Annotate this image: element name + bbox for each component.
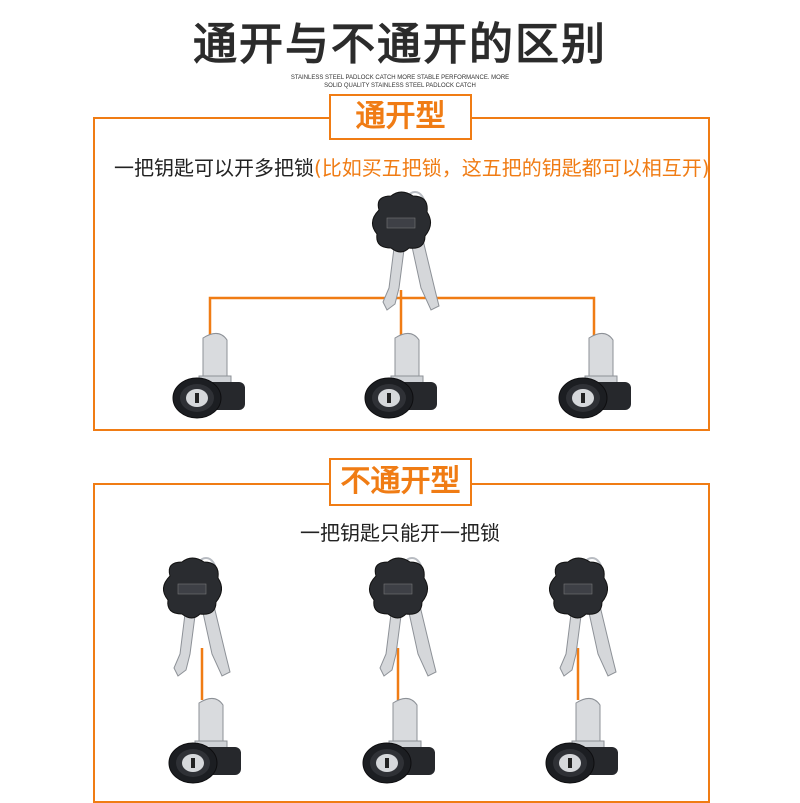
- key-icon: [549, 558, 616, 676]
- key-icon: [369, 558, 436, 676]
- cam-lock-icon: [363, 698, 435, 783]
- cam-lock-icon: [169, 698, 241, 783]
- cam-lock-icon: [365, 333, 437, 418]
- common-key-connectors: [210, 290, 594, 340]
- cam-lock-icon: [173, 333, 245, 418]
- key-icon: [372, 192, 439, 310]
- key-icon: [163, 558, 230, 676]
- cam-lock-icon: [546, 698, 618, 783]
- cam-lock-icon: [559, 333, 631, 418]
